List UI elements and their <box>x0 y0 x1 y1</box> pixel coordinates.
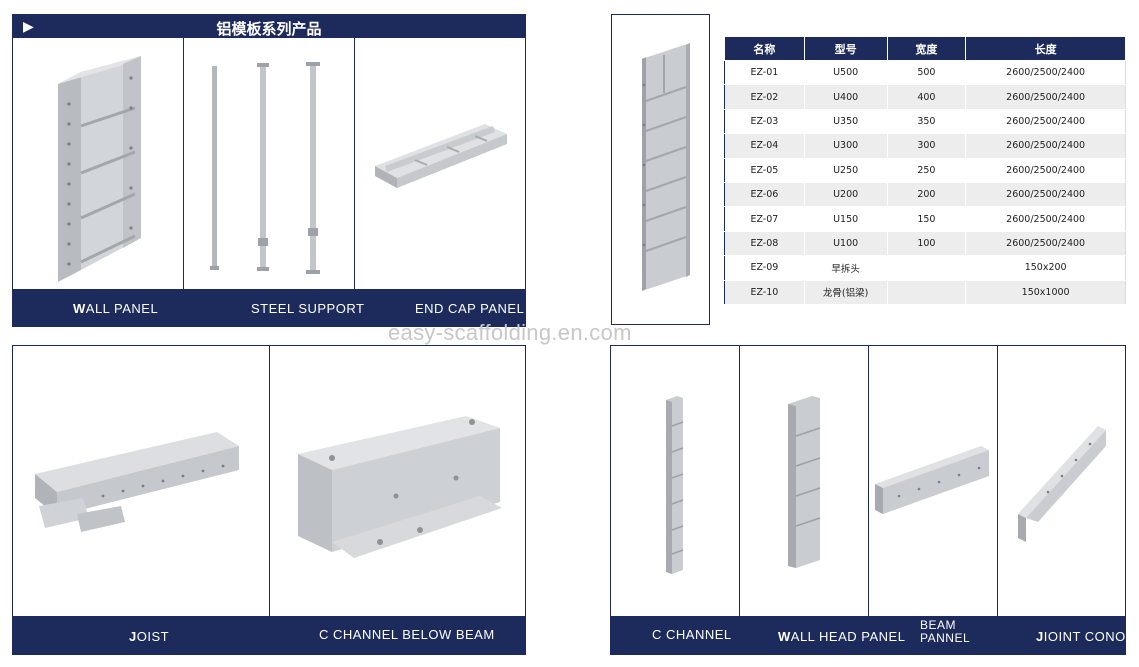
table-cell: U350 <box>804 109 888 135</box>
table-cell: 早拆头 <box>804 255 888 281</box>
table-cell: 250 <box>887 158 967 183</box>
table-cell: 300 <box>887 133 967 159</box>
table-cell: 2600/2500/2400 <box>965 206 1126 232</box>
top-labels-bar: WALL PANEL STEEL SUPPORT END CAP PANEL <box>13 289 525 326</box>
wall-head-panel-image <box>740 346 869 617</box>
table-cell: 350 <box>887 109 967 135</box>
table-cell: U300 <box>804 133 888 159</box>
table-cell: EZ-03 <box>724 109 805 135</box>
table-cell: EZ-04 <box>724 133 805 159</box>
u-panel-image <box>611 14 710 325</box>
table-cell: EZ-09 <box>724 255 805 281</box>
table-cell: 2600/2500/2400 <box>965 109 1126 135</box>
beam-panel-image <box>869 346 998 617</box>
product-series-panel: ▶ 铝模板系列产品 <box>12 14 526 327</box>
wall-panel-label: WALL PANEL <box>73 301 159 316</box>
table-cell <box>887 280 967 305</box>
bottom-left-labels-bar: JOIST C CHANNEL BELOW BEAM <box>13 616 525 654</box>
table-cell: EZ-02 <box>724 84 805 110</box>
table-cell: EZ-10 <box>724 280 805 305</box>
table-cell: 150x200 <box>965 255 1126 281</box>
table-cell: 100 <box>887 231 967 257</box>
header-length: 长度 <box>965 36 1126 61</box>
c-channel-label: C CHANNEL <box>652 627 732 642</box>
table-header-row: 名称 型号 宽度 长度 <box>724 36 1126 61</box>
table-cell: 2600/2500/2400 <box>965 133 1126 159</box>
table-cell: EZ-08 <box>724 231 805 257</box>
table-cell: 2600/2500/2400 <box>965 182 1126 208</box>
table-cell: 200 <box>887 182 967 208</box>
c-channel-image <box>611 346 740 617</box>
table-cell <box>887 255 967 281</box>
end-cap-panel-label: END CAP PANEL <box>415 301 525 316</box>
play-icon: ▶ <box>23 19 34 35</box>
c-channel-below-beam-label: C CHANNEL BELOW BEAM <box>319 627 495 642</box>
table-cell: EZ-06 <box>724 182 805 208</box>
table-cell: 400 <box>887 84 967 110</box>
table-cell: EZ-01 <box>724 60 805 86</box>
table-cell: U150 <box>804 206 888 232</box>
watermark: easy-scaffolding.en.com <box>388 320 632 345</box>
wall-panel-image <box>13 38 184 291</box>
table-cell: 2600/2500/2400 <box>965 60 1126 86</box>
wall-head-panel-label: WALL HEAD PANEL <box>778 629 906 644</box>
table-cell: EZ-05 <box>724 158 805 183</box>
jioint-conor-label: JIOINT CONOR <box>1036 629 1136 644</box>
header-name: 名称 <box>724 36 805 61</box>
table-cell: 2600/2500/2400 <box>965 231 1126 257</box>
table-cell: U500 <box>804 60 888 86</box>
steel-support-image <box>184 38 355 291</box>
table-cell: 2600/2500/2400 <box>965 158 1126 183</box>
table-cell: 500 <box>887 60 967 86</box>
joist-image <box>13 346 270 617</box>
table-cell: 150 <box>887 206 967 232</box>
table-cell: U100 <box>804 231 888 257</box>
end-cap-panel-image <box>355 38 527 291</box>
table-cell: U250 <box>804 158 888 183</box>
header-model: 型号 <box>803 36 888 61</box>
table-cell: 2600/2500/2400 <box>965 84 1126 110</box>
table-cell: 龙骨(铝梁) <box>804 280 888 305</box>
series-header: ▶ 铝模板系列产品 <box>13 15 525 38</box>
joist-channel-panel: JOIST C CHANNEL BELOW BEAM <box>12 345 526 655</box>
c-channel-below-beam-image <box>270 346 527 617</box>
table-cell: U200 <box>804 182 888 208</box>
joist-label: JOIST <box>129 629 170 644</box>
table-cell: U400 <box>804 84 888 110</box>
series-title: 铝模板系列产品 <box>216 20 322 38</box>
jioint-conor-image <box>998 346 1127 617</box>
header-width: 宽度 <box>886 36 967 61</box>
table-cell: EZ-07 <box>724 206 805 232</box>
steel-support-label: STEEL SUPPORT <box>251 301 365 316</box>
table-cell: 150x1000 <box>965 280 1126 305</box>
